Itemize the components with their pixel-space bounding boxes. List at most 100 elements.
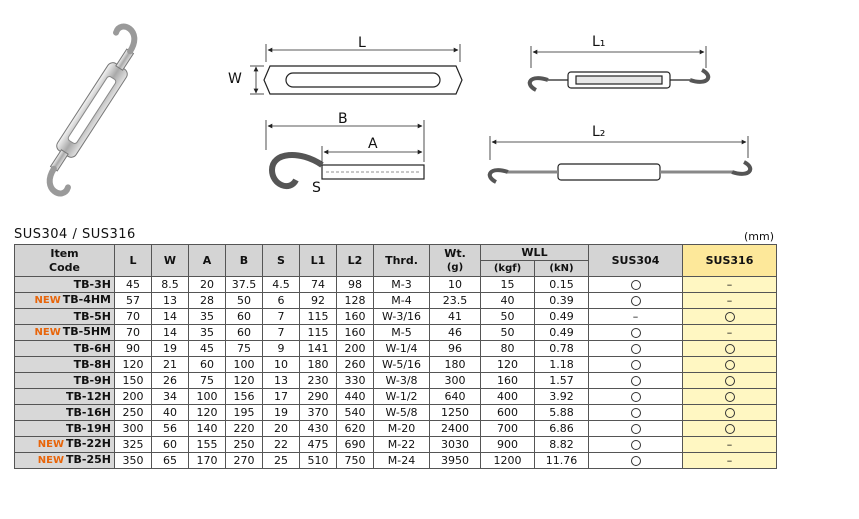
cell-kgf: 50	[480, 324, 535, 341]
cell-w: 19	[151, 340, 189, 357]
cell-l1: 92	[299, 292, 337, 309]
available-circle-icon	[630, 359, 641, 370]
cell-sus316	[682, 388, 777, 405]
cell-kgf: 120	[480, 356, 535, 373]
cell-l2: 330	[336, 372, 374, 389]
item-code: TB-9H	[73, 373, 111, 387]
cell-thrd: W-5/16	[373, 356, 430, 373]
cell-l2: 260	[336, 356, 374, 373]
cell-w: 40	[151, 404, 189, 421]
material-caption: SUS304 / SUS316	[14, 227, 136, 242]
cell-s: 20	[262, 420, 300, 437]
cell-wt: 3030	[429, 436, 481, 453]
cell-wt: 3950	[429, 452, 481, 469]
cell-kn: 0.49	[534, 324, 589, 341]
cell-kn: 6.86	[534, 420, 589, 437]
header-W: W	[151, 244, 189, 277]
cell-sus304	[588, 276, 683, 293]
cell-b: 60	[225, 308, 263, 325]
cell-a: 20	[188, 276, 226, 293]
turnbuckle-drawings	[46, 23, 753, 197]
cell-l: 325	[114, 436, 152, 453]
available-circle-icon	[630, 327, 641, 338]
cell-kgf: 900	[480, 436, 535, 453]
cell-l1: 510	[299, 452, 337, 469]
available-circle-icon	[630, 455, 641, 466]
cell-sus304	[588, 452, 683, 469]
cell-l1: 475	[299, 436, 337, 453]
cell-kn: 0.39	[534, 292, 589, 309]
cell-s: 17	[262, 388, 300, 405]
available-circle-icon	[724, 311, 735, 322]
cell-a: 35	[188, 324, 226, 341]
cell-sus316	[682, 372, 777, 389]
cell-thrd: W-3/16	[373, 308, 430, 325]
cell-kgf: 600	[480, 404, 535, 421]
cell-thrd: M-24	[373, 452, 430, 469]
cell-l2: 540	[336, 404, 374, 421]
item-code-cell: TB-6H	[14, 340, 115, 357]
cell-b: 50	[225, 292, 263, 309]
cell-l2: 440	[336, 388, 374, 405]
item-code: TB-25H	[66, 453, 111, 467]
item-code: TB-12H	[66, 389, 111, 403]
header-wt-unit: (g)	[446, 261, 464, 273]
cell-s: 9	[262, 340, 300, 357]
cell-b: 270	[225, 452, 263, 469]
cell-wt: 41	[429, 308, 481, 325]
cell-s: 19	[262, 404, 300, 421]
new-badge: NEW	[34, 295, 61, 306]
item-code: TB-16H	[66, 405, 111, 419]
cell-sus304	[588, 420, 683, 437]
cell-wt: 2400	[429, 420, 481, 437]
item-code-cell: TB-3H	[14, 276, 115, 293]
header-wt: Wt. (g)	[429, 244, 481, 277]
item-code-cell: TB-9H	[14, 372, 115, 389]
l1-drawing	[527, 46, 711, 92]
cell-thrd: W-1/2	[373, 388, 430, 405]
cell-s: 4.5	[262, 276, 300, 293]
cell-l2: 160	[336, 324, 374, 341]
cell-sus316	[682, 340, 777, 357]
cell-kgf: 160	[480, 372, 535, 389]
cell-s: 10	[262, 356, 300, 373]
cell-l1: 115	[299, 308, 337, 325]
product-photo	[46, 23, 138, 197]
header-kn: (kN)	[534, 260, 589, 277]
cell-l: 70	[114, 308, 152, 325]
available-circle-icon	[630, 279, 641, 290]
item-code: TB-3H	[73, 277, 111, 291]
label-L2: L₂	[592, 124, 606, 140]
cell-l: 70	[114, 324, 152, 341]
label-A: A	[368, 136, 378, 152]
cell-sus304	[588, 388, 683, 405]
item-code-cell: TB-8H	[14, 356, 115, 373]
cell-l: 120	[114, 356, 152, 373]
cell-sus304	[588, 292, 683, 309]
cell-w: 65	[151, 452, 189, 469]
cell-w: 60	[151, 436, 189, 453]
available-circle-icon	[630, 407, 641, 418]
cell-s: 22	[262, 436, 300, 453]
cell-thrd: W-1/4	[373, 340, 430, 357]
cell-b: 120	[225, 372, 263, 389]
item-code: TB-6H	[73, 341, 111, 355]
header-code: Code	[49, 260, 80, 274]
cell-b: 37.5	[225, 276, 263, 293]
header-L2: L2	[336, 244, 374, 277]
cell-wt: 1250	[429, 404, 481, 421]
cell-l: 150	[114, 372, 152, 389]
item-code-cell: TB-12H	[14, 388, 115, 405]
header-L: L	[114, 244, 152, 277]
cell-a: 35	[188, 308, 226, 325]
available-circle-icon	[724, 423, 735, 434]
cell-s: 6	[262, 292, 300, 309]
cell-b: 250	[225, 436, 263, 453]
cell-l2: 128	[336, 292, 374, 309]
